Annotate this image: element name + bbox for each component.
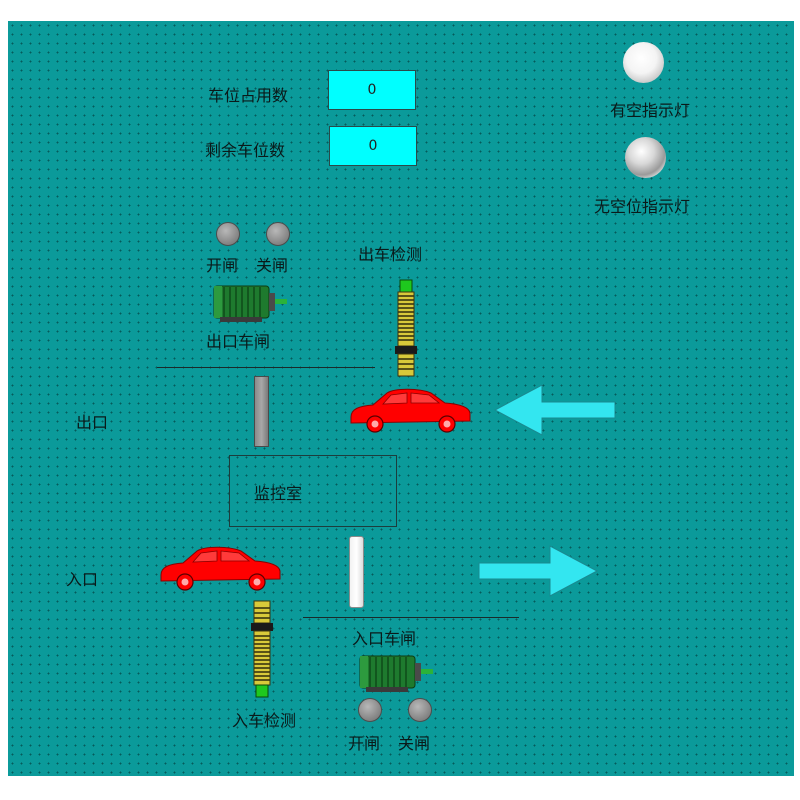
motor-icon [359, 655, 433, 692]
exit-road-line [157, 367, 375, 368]
vacancy-indicator-lamp [623, 42, 664, 83]
proximity-sensor-icon [251, 600, 273, 698]
entry-open-label: 开闸 [348, 734, 381, 753]
entry-gate-bar [349, 536, 364, 608]
entry-road-line [303, 617, 519, 618]
entry-detector-label: 入车检测 [232, 711, 297, 730]
vacancy-indicator-label: 有空指示灯 [610, 101, 691, 120]
entry-close-label: 关闸 [398, 734, 431, 753]
car-icon [350, 388, 471, 433]
remaining-spaces-label: 剩余车位数 [205, 141, 286, 160]
occupied-spaces-label: 车位占用数 [208, 86, 289, 105]
scada-canvas: 车位占用数 0 剩余车位数 0 有空指示灯 无空位指示灯 开闸 关闸 出口车闸 … [8, 21, 794, 776]
exit-open-button[interactable] [216, 222, 240, 246]
arrow-left-icon [493, 384, 616, 436]
exit-close-label: 关闸 [256, 256, 289, 275]
exit-close-button[interactable] [266, 222, 290, 246]
exit-gate-label: 出口车闸 [206, 332, 271, 351]
remaining-spaces-value[interactable]: 0 [329, 126, 417, 166]
exit-gate-bar [254, 376, 269, 447]
control-room-box: 监控室 [229, 455, 397, 527]
exit-detector-label: 出车检测 [358, 245, 423, 264]
exit-open-label: 开闸 [206, 256, 239, 275]
motor-icon [213, 285, 287, 322]
exit-area-label: 出口 [76, 413, 109, 432]
arrow-right-icon [478, 545, 599, 597]
entry-gate-label: 入口车闸 [352, 629, 417, 648]
full-indicator-lamp [625, 137, 666, 178]
entry-open-button[interactable] [358, 698, 382, 722]
car-icon [160, 546, 281, 591]
proximity-sensor-icon [395, 279, 417, 377]
entry-area-label: 入口 [66, 570, 99, 589]
entry-close-button[interactable] [408, 698, 432, 722]
control-room-label: 监控室 [254, 484, 303, 503]
occupied-spaces-value[interactable]: 0 [328, 70, 416, 110]
full-indicator-label: 无空位指示灯 [594, 197, 691, 216]
